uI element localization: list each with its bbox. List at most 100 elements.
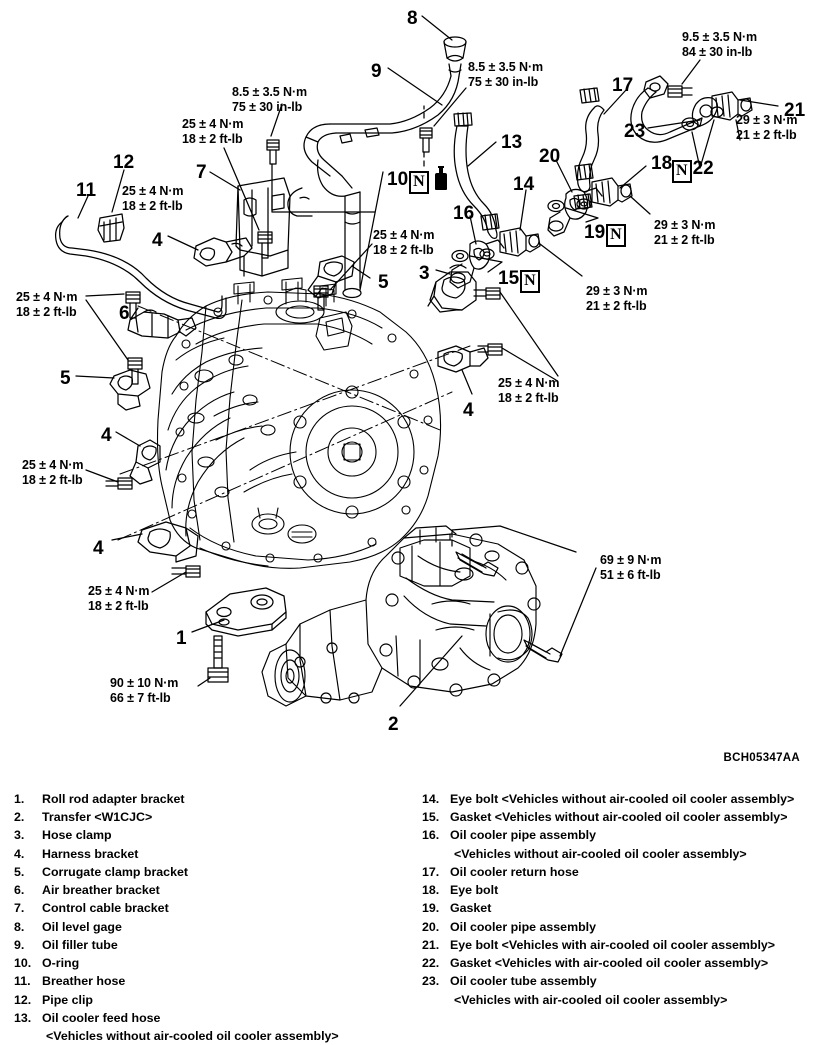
drawing-number: BCH05347AA [723, 752, 800, 764]
legend-item-7: 7. Control cable bracket [10, 899, 410, 917]
legend-number: 22. [422, 956, 440, 971]
torque-spec-t14: 90 ± 10 N·m 66 ± 7 ft-lb [110, 676, 179, 705]
part-transmission-case [156, 277, 442, 569]
legend-item-11: 11.Breather hose [10, 972, 410, 990]
callout-5-left: 5 [60, 368, 71, 389]
part-control-cable-bracket [235, 177, 291, 277]
legend-label: Pipe clip [42, 992, 93, 1007]
bolt-filler-upper [266, 139, 280, 165]
leader-5a [351, 265, 371, 279]
legend-number: 21. [422, 937, 440, 952]
leader-t8 [629, 195, 651, 215]
part-harness-bracket-midleft [129, 439, 161, 485]
legend-number: 3. [14, 828, 25, 843]
leader-4a [167, 235, 199, 251]
legend-item-16: 16.Oil cooler pipe assembly [418, 826, 816, 844]
part-oil-cooler-feed-hose [453, 112, 498, 239]
bolt-bracket-5-left [127, 357, 143, 385]
bolt-bracket-6 [125, 291, 141, 319]
part-harness-bracket-midright [437, 345, 489, 373]
bolt-transfer-lower [523, 639, 563, 663]
leader-t6 [329, 243, 373, 291]
legend-number: 14. [422, 792, 440, 806]
leader-t1 [270, 103, 283, 137]
legend-number: 12. [14, 992, 32, 1007]
legend-number: 10. [14, 956, 32, 971]
leader-18 [619, 165, 647, 189]
leader-t7 [735, 119, 741, 141]
callout-6: 6 [119, 303, 130, 324]
legend-item-23: 23.Oil cooler tube assembly [418, 972, 816, 990]
legend-item-1: 1.Roll rod adapter bracket [10, 790, 410, 808]
torque-spec-t6: 25 ± 4 N·m 18 ± 2 ft-lb [373, 228, 435, 257]
callout-1: 1 [176, 628, 187, 649]
leader-bolt-lower [559, 567, 597, 657]
bolt-filler-right [419, 127, 433, 153]
part-pipe-clip [97, 213, 125, 243]
legend-item-3: 3. Hose clamp [10, 826, 410, 844]
part-oil-level-gage [443, 36, 467, 77]
leader-19 [565, 207, 599, 223]
leader-t3 [681, 59, 701, 85]
legend-label: Hose clamp [42, 828, 112, 843]
legend-item-6: 6.Air breather bracket [10, 881, 410, 899]
legend-item-13-note: <Vehicles without air-cooled oil cooler … [46, 1029, 339, 1044]
torque-spec-t13: 25 ± 4 N·m 18 ± 2 ft-lb [88, 584, 150, 613]
legend-column-right: 14.Eye bolt <Vehicles without air-cooled… [418, 790, 816, 1009]
diagram-linework [55, 15, 779, 707]
callout-8: 8 [407, 8, 418, 29]
legend-item-23-note: <Vehicles with air-cooled oil cooler ass… [454, 992, 728, 1007]
legend-item-8: 8. Oil level gage [10, 918, 410, 936]
legend-label: Control cable bracket [42, 901, 169, 916]
legend-label: Oil cooler pipe assembly [450, 919, 596, 934]
callout-9: 9 [371, 61, 382, 82]
legend-label: Oil cooler feed hose [42, 1010, 161, 1025]
legend-label: Oil level gage [42, 919, 122, 934]
legend-number: 19. [422, 901, 440, 916]
leader-16 [469, 215, 477, 245]
leader-22a [691, 131, 701, 169]
legend-item-18: 18.Eye bolt [418, 881, 816, 899]
callout-18: 18 [651, 153, 673, 174]
leader-4c [115, 431, 141, 447]
bolt-transfer-upper [455, 551, 499, 577]
leader-t14 [197, 677, 211, 687]
leader-1 [191, 619, 225, 633]
legend-number: 9. [14, 937, 25, 952]
callout-4-upper: 4 [152, 230, 163, 251]
leader-t13 [151, 571, 187, 593]
leader-5b [75, 375, 115, 379]
part-corrugate-clamp-bracket-left [109, 369, 151, 411]
torque-spec-t11: 25 ± 4 N·m 18 ± 2 ft-lb [498, 376, 560, 405]
legend-label: Eye bolt <Vehicles with air-cooled oil c… [450, 937, 776, 952]
torque-spec-t5: 25 ± 4 N·m 18 ± 2 ft-lb [122, 184, 184, 213]
leader-20 [555, 159, 573, 193]
leader-7 [209, 171, 241, 191]
leader-2 [399, 635, 463, 707]
torque-spec-t4: 25 ± 4 N·m 18 ± 2 ft-lb [182, 117, 244, 146]
torque-spec-t12: 25 ± 4 N·m 18 ± 2 ft-lb [22, 458, 84, 487]
legend-item-13: 13.Oil cooler feed hose [10, 1009, 410, 1027]
torque-spec-t1: 8.5 ± 3.5 N·m 75 ± 30 in-lb [232, 85, 308, 114]
leader-t2 [433, 87, 467, 127]
torque-spec-t3: 9.5 ± 3.5 N·m 84 ± 30 in-lb [682, 30, 758, 59]
torque-spec-t9: 29 ± 3 N·m 21 ± 2 ft-lb [586, 284, 648, 313]
leader-13 [467, 141, 497, 167]
legend-number: 16. [422, 828, 440, 843]
part-oil-cooler-return-hose [573, 87, 605, 210]
legend-item-4: 4.Harness bracket [10, 845, 410, 863]
bolt-tube-assembly [667, 85, 693, 98]
leader-4d [111, 533, 143, 541]
callout-20: 20 [539, 146, 561, 167]
legend-number: 7. [14, 901, 25, 916]
legend-label: Transfer <W1CJC> [42, 810, 153, 825]
callout-23: 23 [624, 121, 646, 142]
legend-number: 8. [14, 919, 25, 934]
callout-5-upper: 5 [378, 272, 389, 293]
callout-16: 16 [453, 203, 475, 224]
legend-item-21: 21. Eye bolt <Vehicles with air-cooled oi… [418, 936, 816, 954]
callout-11: 11 [76, 180, 97, 201]
